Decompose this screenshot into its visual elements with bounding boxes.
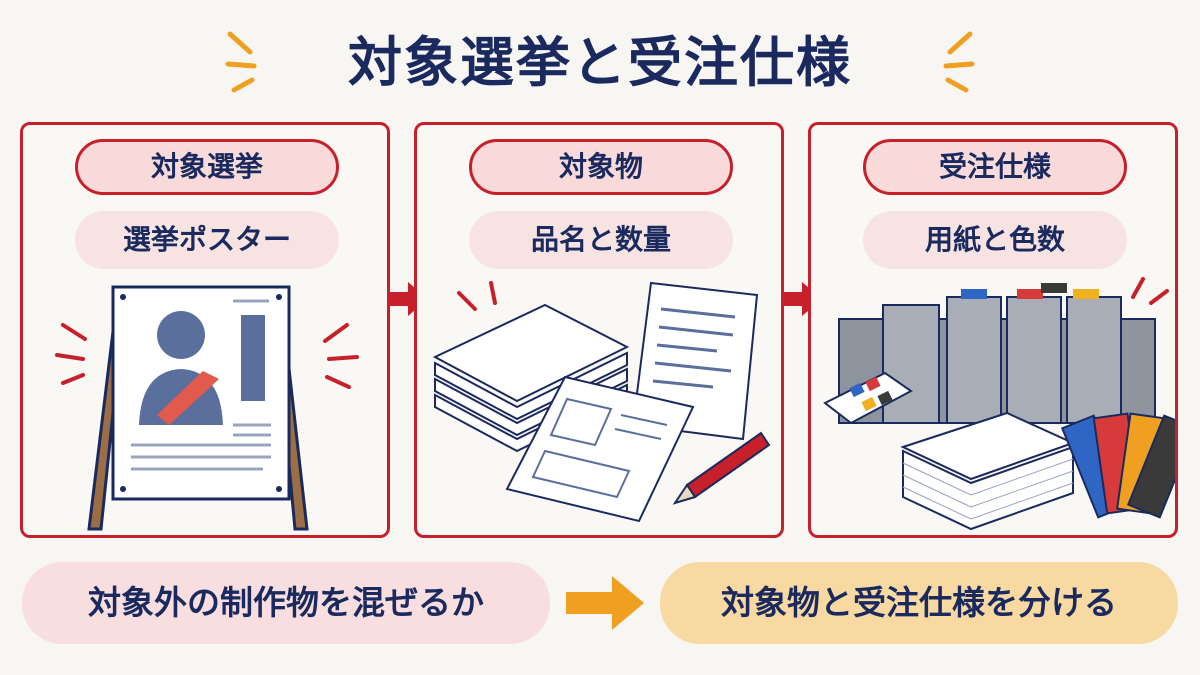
panel-order-spec: 受注仕様 用紙と色数 <box>808 122 1178 538</box>
panel-heading: 対象選挙 <box>75 139 339 195</box>
panel-subheading: 品名と数量 <box>469 211 733 269</box>
left-burst-icon <box>225 31 257 93</box>
printing-press-icon <box>823 277 1175 531</box>
panel-election: 対象選挙 選挙ポスター <box>20 122 390 538</box>
panel-subheading: 選挙ポスター <box>75 211 339 269</box>
panel-subheading: 用紙と色数 <box>863 211 1127 269</box>
question-pill: 対象外の制作物を混ぜるか <box>22 562 550 644</box>
answer-pill: 対象物と受注仕様を分ける <box>660 562 1178 644</box>
panel-heading: 対象物 <box>469 139 733 195</box>
panel-heading: 受注仕様 <box>863 139 1127 195</box>
paper-stack-icon <box>432 281 771 523</box>
page-title: 対象選挙と受注仕様 <box>348 31 852 94</box>
arrow-right-icon <box>566 576 644 630</box>
right-burst-icon <box>943 31 975 93</box>
panel-target-items: 対象物 品名と数量 <box>414 122 784 538</box>
poster-board-icon <box>55 285 359 531</box>
